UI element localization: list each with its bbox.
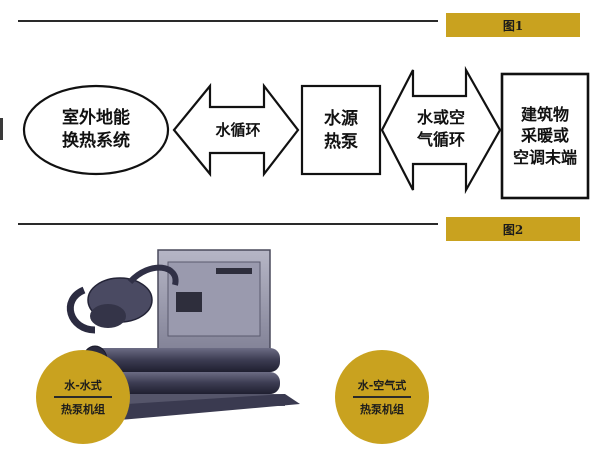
heat-pump-label: 水源 热泵 — [324, 109, 358, 152]
figure1-divider — [18, 20, 438, 22]
water-air-cycle-arrow — [380, 65, 502, 195]
ground-exchange-label: 室外地能 换热系统 — [62, 108, 130, 151]
water-water-unit — [66, 249, 300, 420]
edge-mark — [0, 118, 3, 140]
building-terminal-label: 建筑物 采暖或 空调末端 — [512, 104, 577, 167]
water-cycle-label: 水循环 — [215, 120, 261, 139]
heat-pump-box — [300, 84, 382, 176]
water-cycle-arrow — [172, 82, 300, 178]
building-terminal-box — [500, 72, 590, 200]
water-air-cycle-label: 水或空 气循环 — [416, 108, 465, 149]
figure2-divider — [18, 223, 438, 225]
figure1-label: 图1 — [446, 13, 580, 37]
ground-exchange-ellipse — [22, 84, 170, 176]
water-air-badge: 水-空气式 热泵机组 — [335, 350, 429, 444]
water-water-badge: 水-水式 热泵机组 — [36, 350, 130, 444]
figure2-label: 图2 — [446, 217, 580, 241]
